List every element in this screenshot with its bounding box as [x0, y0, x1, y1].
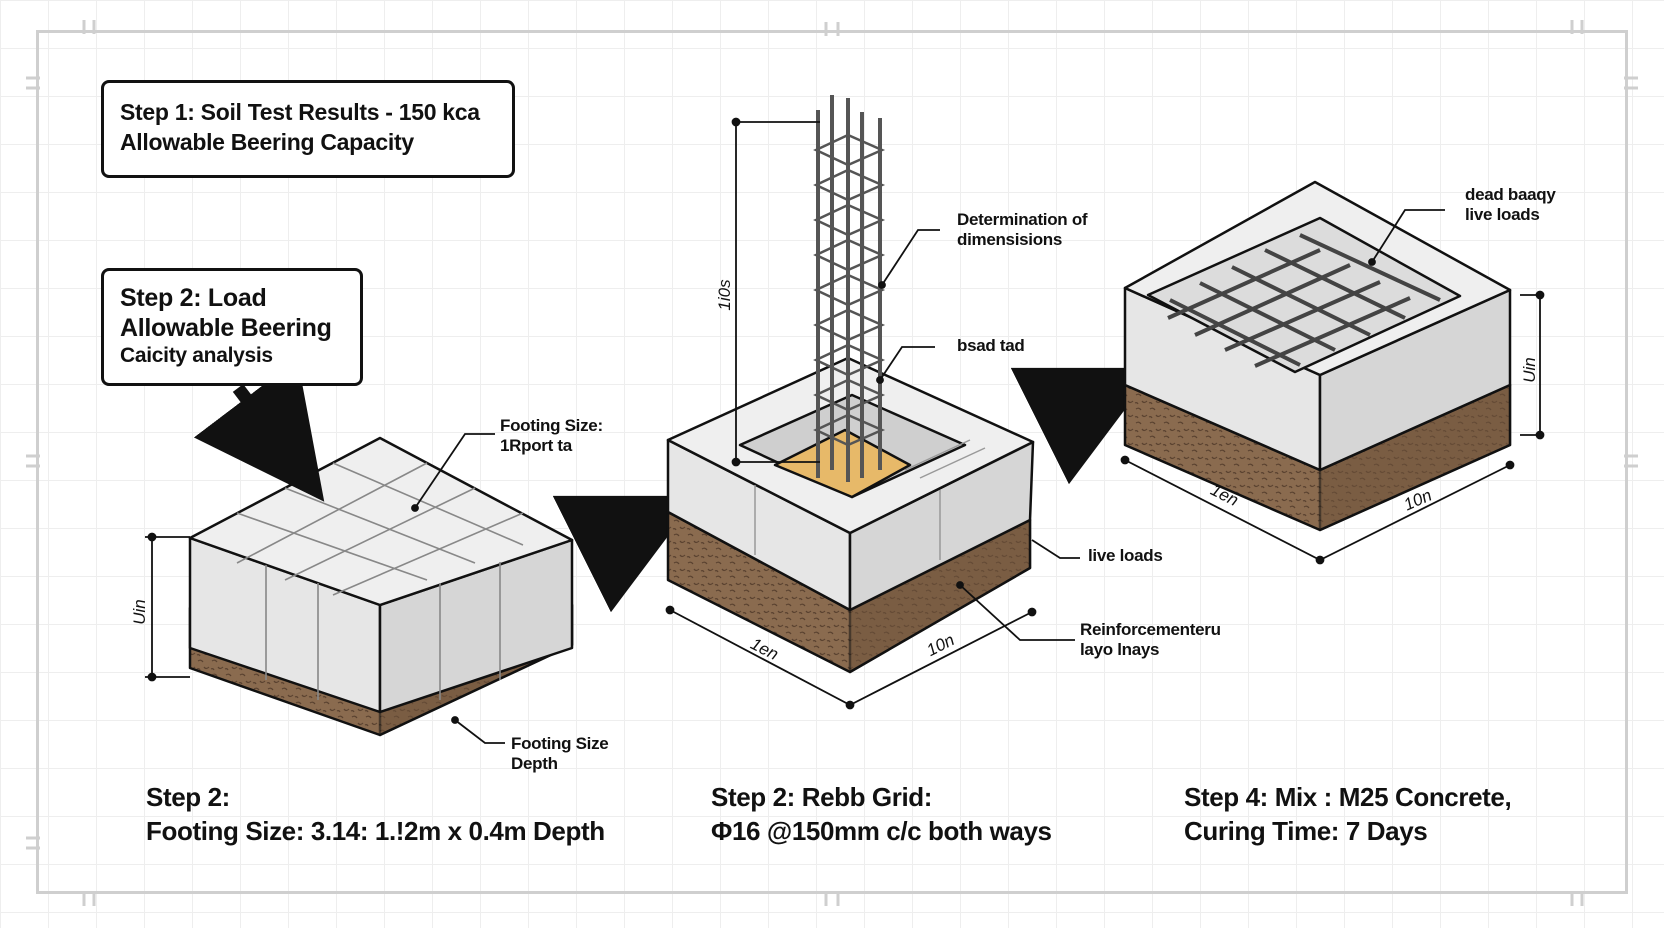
step2-line1: Step 2: Load: [120, 284, 267, 312]
determination-label-1: Determination of: [957, 210, 1088, 229]
footing-size-label: Footing Size: 1Rport ta: [500, 416, 603, 456]
step1-box: Step 1: Soil Test Results - 150 kca Allo…: [101, 80, 515, 178]
caption-3-line2: Curing Time: 7 Days: [1184, 816, 1428, 846]
arrow-down-icon: [193, 358, 325, 502]
live-loads-label: live loads: [1088, 546, 1163, 565]
frame-ticks: [26, 20, 1638, 906]
footing-depth-label-2: Depth: [511, 754, 558, 773]
caption-2-line2: Φ16 @150mm c/c both ways: [711, 816, 1052, 846]
dead-live-label-1: dead baaqy: [1465, 185, 1556, 204]
footing-size-label-2: 1Rport ta: [500, 436, 572, 455]
center-base-right-label: 10n: [924, 630, 958, 660]
rebar-cage: [813, 95, 886, 482]
right-height-label: Uin: [1520, 357, 1539, 383]
left-height-dimension: [145, 532, 190, 682]
determination-label-2: dimensisions: [957, 230, 1063, 249]
step2-line2: Allowable Beering: [120, 314, 332, 342]
reinforcement-label-1: Reinforcementeru: [1080, 620, 1221, 639]
arrow-right-icon: [552, 495, 699, 613]
dead-live-label: dead baaqy live loads: [1465, 185, 1556, 225]
reinforcement-label: Reinforcementeru layo lnays: [1080, 620, 1221, 660]
footing-depth-label-1: Footing Size: [511, 734, 609, 753]
footing-size-leader: [411, 433, 505, 744]
column-height-dimension: [731, 117, 820, 467]
rebar-mesh: [1167, 233, 1441, 368]
center-base-left-label: 1en: [748, 634, 782, 664]
caption-step2-rebar: Step 2: Rebb Grid: Φ16 @150mm c/c both w…: [711, 780, 1052, 848]
step2-line3: Caicity analysis: [120, 344, 273, 367]
footing-size-label-1: Footing Size:: [500, 416, 603, 435]
determination-label: Determination of dimensisions: [957, 210, 1088, 250]
left-height-label: Uin: [130, 599, 149, 625]
drawing-frame: [36, 30, 1628, 894]
step2-box: Step 2: Load Allowable Beering Caicity a…: [101, 268, 363, 386]
arrow-right-icon-2: [1010, 367, 1157, 485]
column-height-label: 1i0s: [715, 279, 734, 311]
caption-1-line2: Footing Size: 3.14: 1.!2m x 0.4m Depth: [146, 816, 605, 846]
caption-step2-footing: Step 2: Footing Size: 3.14: 1.!2m x 0.4m…: [146, 780, 605, 848]
reinforcement-label-2: layo lnays: [1080, 640, 1160, 659]
center-leaders: [876, 229, 1080, 641]
caption-1-line1: Step 2:: [146, 782, 230, 812]
footing-depth-label: Footing Size Depth: [511, 734, 609, 774]
step1-line2: Allowable Beering Capacity: [120, 129, 414, 155]
column-footing-center: [666, 356, 1035, 674]
step1-line1: Step 1: Soil Test Results - 150 kca: [120, 99, 480, 125]
right-leaders: [1120, 209, 1545, 565]
center-base-dimensions: [665, 605, 1037, 710]
footing-block-left: [188, 436, 574, 737]
caption-2-line1: Step 2: Rebb Grid:: [711, 782, 933, 812]
dead-live-label-2: live loads: [1465, 205, 1540, 224]
mesh-footing-right: [1123, 180, 1512, 532]
bsad-tad-label: bsad tad: [957, 336, 1025, 355]
caption-step4-mix: Step 4: Mix : M25 Concrete, Curing Time:…: [1184, 780, 1512, 848]
caption-3-line1: Step 4: Mix : M25 Concrete,: [1184, 782, 1512, 812]
